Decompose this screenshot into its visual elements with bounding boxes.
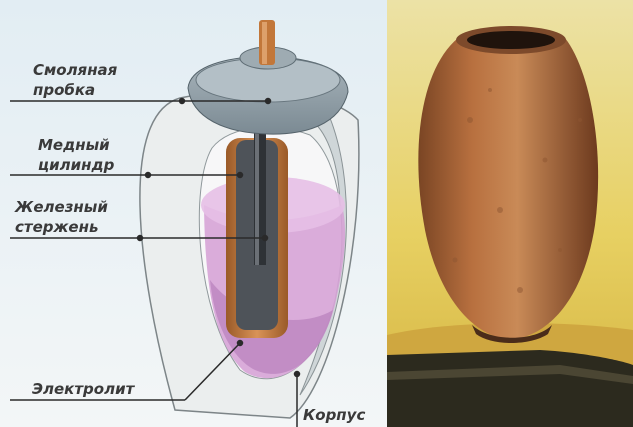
iron-rod-highlight [255,125,259,265]
cutaway-diagram: Смоляная пробка Медный цилиндр Железный … [0,0,387,427]
rod-terminal-highlight [262,22,267,64]
photo-dark-stand [387,350,633,427]
label-body: Корпус [303,406,365,424]
label-electrolyte: Электролит [32,380,136,398]
clay-vase-opening [467,31,555,49]
vessel-photo [387,0,633,427]
